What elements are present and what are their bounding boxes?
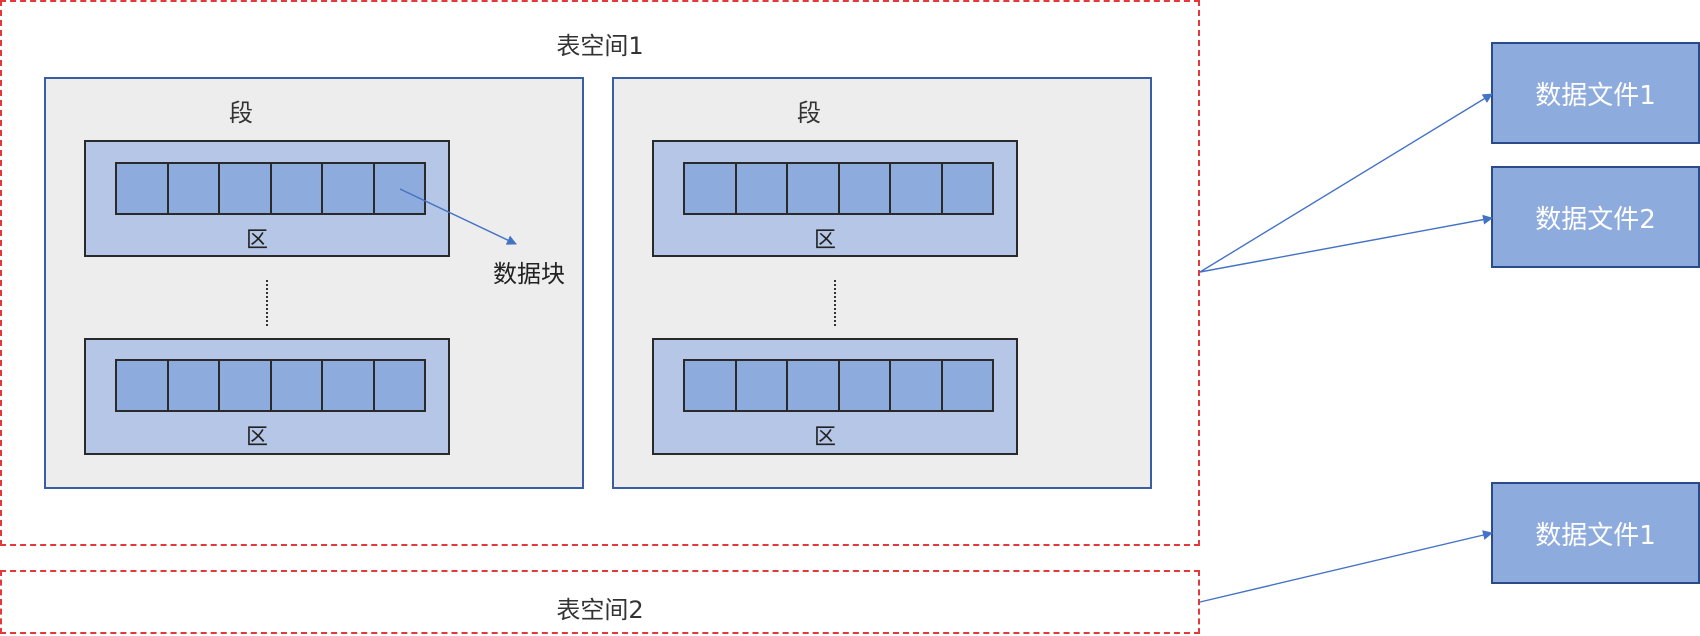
data-block [839, 361, 891, 410]
data-block [736, 361, 788, 410]
data-block [271, 361, 323, 410]
segment-2-extent-2-label: 区 [813, 425, 836, 450]
tablespace-2 [0, 570, 1200, 634]
segment-1-extent-2-blocks [115, 359, 426, 412]
data-block [168, 361, 220, 410]
data-block [220, 361, 272, 410]
data-block [117, 361, 169, 410]
data-block [891, 164, 943, 213]
data-block [788, 361, 840, 410]
data-block [323, 164, 375, 213]
segment-2-extent-1-label: 区 [813, 228, 836, 253]
data-block [942, 164, 992, 213]
datafile-1: 数据文件1 [1491, 42, 1700, 144]
data-block [685, 361, 737, 410]
segment-1-extent-2-label: 区 [245, 425, 268, 450]
data-block [220, 164, 272, 213]
segment-1-extent-1-label: 区 [245, 228, 268, 253]
data-block [323, 361, 375, 410]
data-block [374, 164, 424, 213]
data-block-callout: 数据块 [493, 260, 565, 288]
data-block [117, 164, 169, 213]
segment-2-label: 段 [797, 99, 821, 127]
tablespace-1 [0, 0, 1200, 546]
segment-2-ellipsis [834, 280, 836, 326]
tablespace-2-label: 表空间2 [556, 596, 644, 624]
data-block [685, 164, 737, 213]
arrow-ts2-to-datafile-3 [1199, 530, 1493, 603]
segment-2-extent-2-blocks [683, 359, 994, 412]
data-block [891, 361, 943, 410]
arrow-ts1-to-datafile-2 [1199, 214, 1493, 273]
datafile-2: 数据文件2 [1491, 166, 1700, 268]
segment-1-label: 段 [229, 99, 253, 127]
tablespace-1-label: 表空间1 [556, 32, 644, 60]
data-block [736, 164, 788, 213]
segment-1-extent-1-blocks [115, 162, 426, 215]
data-block [374, 361, 424, 410]
data-block [271, 164, 323, 213]
datafile-3: 数据文件1 [1491, 482, 1700, 584]
data-block [839, 164, 891, 213]
data-block [942, 361, 992, 410]
data-block [788, 164, 840, 213]
segment-1-ellipsis [266, 280, 268, 326]
segment-2-extent-1-blocks [683, 162, 994, 215]
data-block [168, 164, 220, 213]
arrow-ts1-to-datafile-1 [1199, 93, 1493, 273]
